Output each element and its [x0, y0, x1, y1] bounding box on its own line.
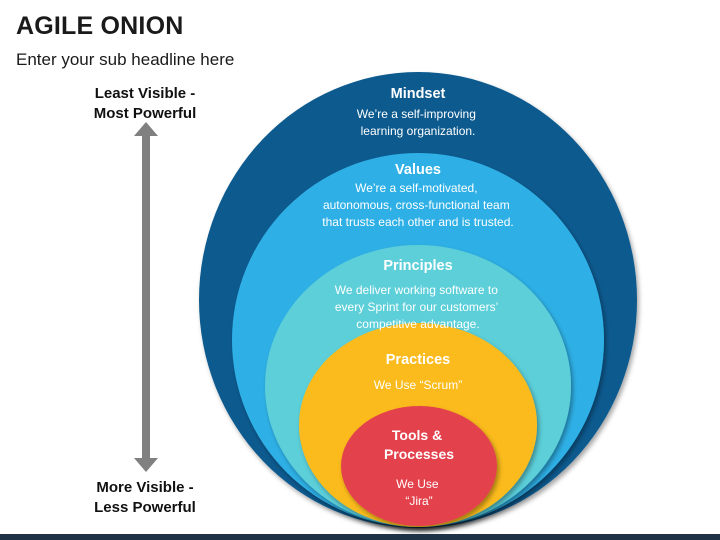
tools-description: We Use “Jira” [396, 477, 442, 508]
tools-heading: Tools & Processes [384, 427, 454, 462]
principles-description: We deliver working software to every Spr… [335, 283, 502, 331]
tools-heading-line-1: Tools & [392, 427, 442, 443]
principles-heading: Principles [383, 258, 452, 274]
practices-description: We Use “Scrum” [374, 378, 462, 392]
principles-line-1: We deliver working software to [335, 283, 499, 297]
tools-processes-layer [341, 406, 497, 526]
practices-line-1: We Use “Scrum” [374, 378, 462, 392]
mindset-line-1: We’re a self-improving [357, 107, 476, 121]
more-visible-label: More Visible - Less Powerful [60, 478, 230, 518]
mindset-description: We’re a self-improving learning organiza… [357, 107, 480, 138]
tools-line-1: We Use [396, 477, 439, 491]
values-line-3: that trusts each other and is trusted. [322, 215, 513, 229]
double-arrow-icon [134, 122, 158, 472]
values-heading: Values [395, 162, 441, 178]
mindset-heading-line: Mindset [391, 86, 446, 102]
tools-line-2: “Jira” [405, 494, 432, 508]
footer-bar [0, 534, 720, 540]
least-visible-line-1: Least Visible - [94, 85, 196, 102]
values-line-1: We’re a self-motivated, [355, 181, 478, 195]
page-title: AGILE ONION [16, 12, 184, 40]
more-visible-line-1: More Visible - [96, 479, 194, 496]
mindset-heading: Mindset [391, 86, 446, 102]
principles-line-2: every Sprint for our customers’ [335, 300, 498, 314]
practices-heading-line: Practices [386, 352, 451, 368]
principles-line-3: competitive advantage. [356, 317, 479, 331]
most-powerful-line-2: Most Powerful [93, 105, 197, 122]
mindset-line-2: learning organization. [361, 124, 476, 138]
tools-heading-line-2: Processes [384, 446, 454, 462]
least-visible-label: Least Visible - Most Powerful [60, 84, 230, 124]
values-description: We’re a self-motivated, autonomous, cros… [322, 181, 513, 229]
principles-heading-line: Principles [383, 258, 452, 274]
page-subtitle: Enter your sub headline here [16, 50, 235, 69]
practices-heading: Practices [386, 352, 451, 368]
values-line-2: autonomous, cross-functional team [323, 198, 510, 212]
less-powerful-line-2: Less Powerful [94, 499, 196, 516]
values-heading-line: Values [395, 162, 441, 178]
